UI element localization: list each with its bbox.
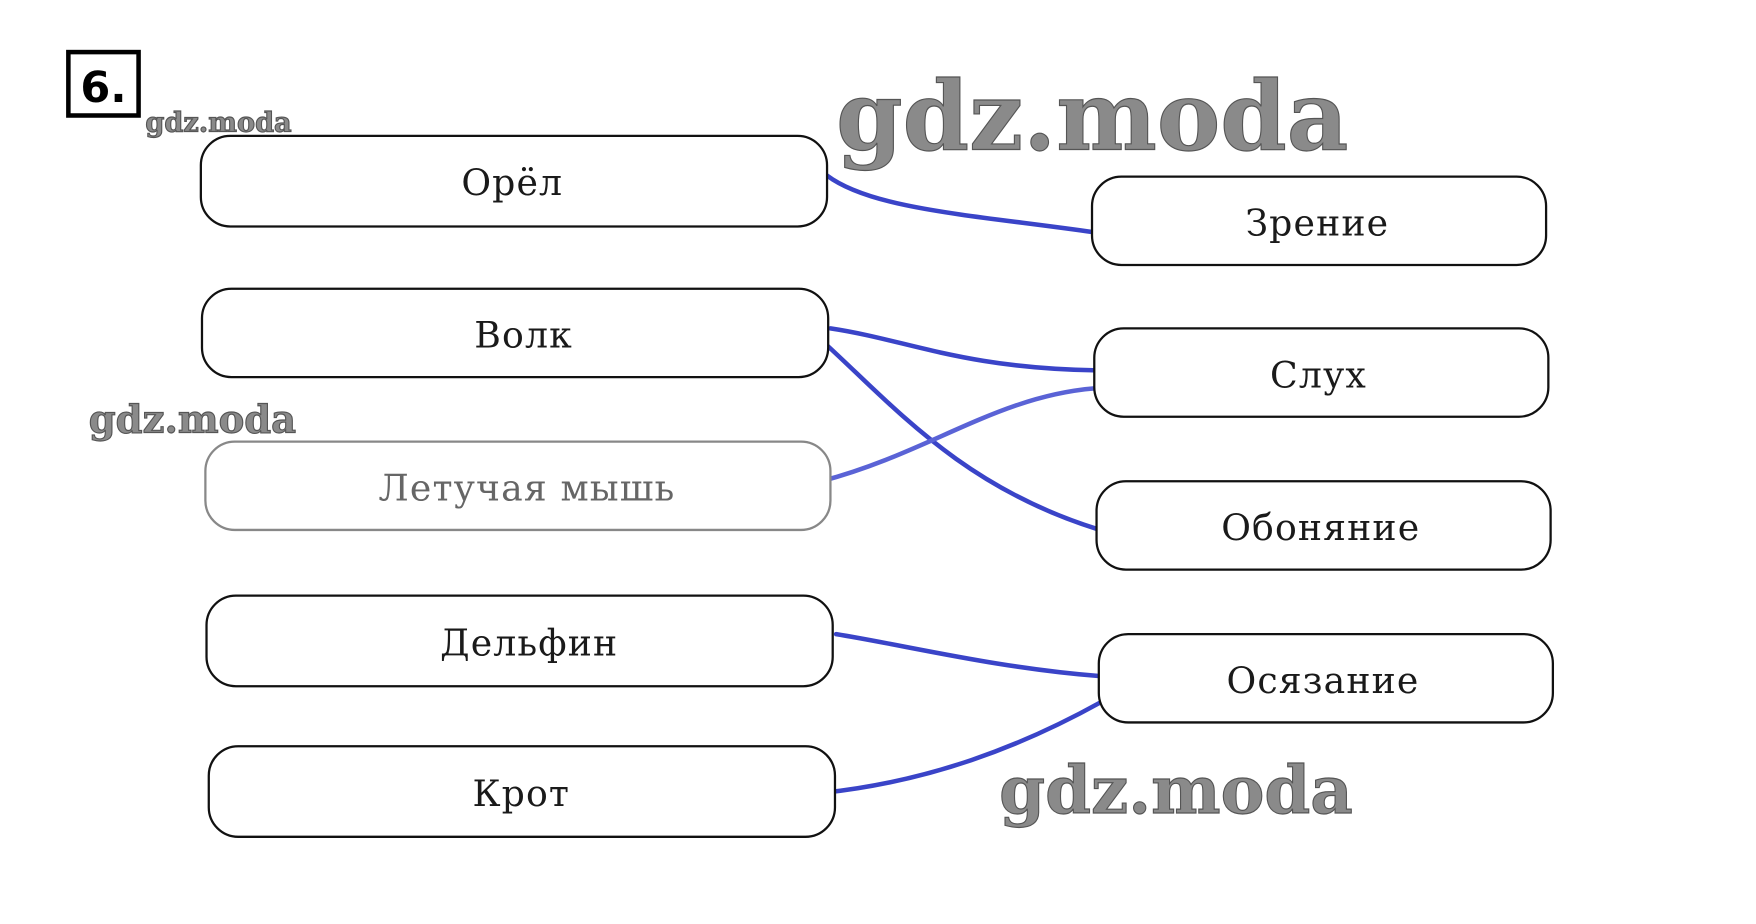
svg-text:Крот: Крот bbox=[473, 772, 571, 815]
watermark: gdz.moda bbox=[89, 398, 296, 443]
line-orel-zrenie bbox=[824, 173, 1096, 235]
svg-text:Зрение: Зрение bbox=[1246, 202, 1390, 245]
svg-text:Волк: Волк bbox=[474, 314, 573, 357]
svg-text:6.: 6. bbox=[80, 63, 126, 113]
svg-text:Дельфин: Дельфин bbox=[440, 622, 618, 665]
sense-box-osyazanie[interactable]: Осязание bbox=[1097, 632, 1555, 724]
sense-box-obonyanie[interactable]: Обоняние bbox=[1095, 480, 1552, 571]
sense-box-zrenie[interactable]: Зрение bbox=[1090, 175, 1548, 267]
line-delfin-osyazanie bbox=[833, 631, 1102, 679]
line-volk-sluh bbox=[828, 326, 1096, 373]
task-number: 6. bbox=[66, 49, 141, 118]
sense-box-sluh[interactable]: Слух bbox=[1093, 327, 1550, 418]
svg-text:Летучая мышь: Летучая мышь bbox=[379, 467, 676, 510]
svg-text:Орёл: Орёл bbox=[461, 161, 563, 204]
animals-column: Орёл Волк Летучая мышь Дельфин Крот bbox=[199, 134, 837, 838]
animal-box-krot[interactable]: Крот bbox=[207, 745, 837, 838]
line-krot-osyazanie bbox=[822, 699, 1104, 795]
watermarks: gdz.moda gdz.moda gdz.moda gdz.moda bbox=[88, 61, 1353, 830]
connection-lines bbox=[819, 173, 1104, 795]
line-volk-obonyanie bbox=[824, 343, 1099, 532]
line-mysh-sluh bbox=[819, 386, 1097, 484]
animal-box-delfin[interactable]: Дельфин bbox=[205, 594, 834, 688]
senses-column: Зрение Слух Обоняние Осязание bbox=[1090, 175, 1555, 724]
animal-box-volk[interactable]: Волк bbox=[200, 287, 830, 379]
svg-text:Обоняние: Обоняние bbox=[1221, 506, 1420, 549]
watermark: gdz.moda bbox=[999, 752, 1353, 829]
watermark: gdz.moda bbox=[836, 61, 1348, 172]
watermark: gdz.moda bbox=[145, 106, 291, 138]
svg-text:Слух: Слух bbox=[1270, 353, 1367, 396]
svg-text:Осязание: Осязание bbox=[1227, 659, 1420, 702]
animal-box-orel[interactable]: Орёл bbox=[199, 134, 829, 228]
animal-box-letuchaya-mysh[interactable]: Летучая мышь bbox=[204, 440, 832, 532]
